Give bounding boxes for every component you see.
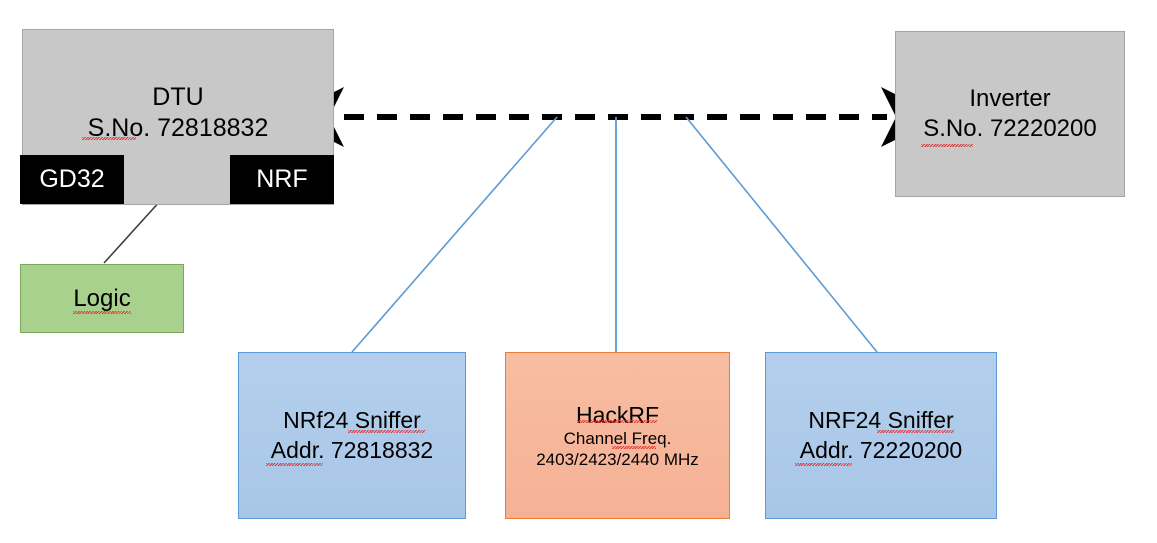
nrf-chip-box[interactable]: NRF	[230, 155, 334, 204]
nrf24-sniffer-1-box[interactable]: NRf24 Sniffer Addr. 72818832	[238, 352, 466, 519]
hackrf-subtitle: Channel Freq.	[563, 428, 672, 448]
sniffer1-title: NRf24 Sniffer	[283, 407, 421, 433]
tap-line-sniffer2	[685, 116, 878, 353]
gd32-chip-box[interactable]: GD32	[20, 155, 124, 204]
nrf24-sniffer-2-box[interactable]: NRF24 Sniffer Addr. 72220200	[765, 352, 997, 519]
spellcheck-underline-sniffer2-title	[877, 430, 954, 433]
spellcheck-underline-sniffer1-title	[348, 430, 425, 433]
spellcheck-underline-hackrf-subtitle	[612, 446, 656, 449]
logic-label: Logic	[73, 284, 131, 312]
inverter-title: Inverter	[969, 85, 1051, 112]
spellcheck-underline-inverter-serial	[921, 144, 973, 147]
hackrf-title: HackRF	[575, 401, 660, 428]
tap-line-sniffer1	[351, 116, 558, 353]
logic-analyzer-box[interactable]: Logic	[20, 264, 184, 333]
sniffer2-title: NRF24 Sniffer	[808, 407, 954, 433]
hackrf-freqs: 2403/2423/2440 MHz	[536, 449, 699, 469]
inverter-box[interactable]: Inverter S.No. 72220200	[895, 31, 1125, 197]
dtu-title: DTU	[152, 83, 204, 111]
inverter-serial: S.No. 72220200	[923, 114, 1097, 142]
gd32-label: GD32	[39, 165, 105, 193]
nrf-label: NRF	[256, 165, 308, 193]
spellcheck-underline-logic	[73, 311, 131, 314]
sniffer2-addr: Addr. 72220200	[799, 437, 963, 463]
spellcheck-underline-hackrf-title	[577, 420, 657, 423]
sniffer1-addr: Addr. 72818832	[270, 437, 434, 463]
spellcheck-underline-sniffer1-addr	[266, 463, 323, 466]
hackrf-box[interactable]: HackRF Channel Freq. 2403/2423/2440 MHz	[505, 352, 730, 519]
spellcheck-underline-sniffer2-addr	[795, 463, 852, 466]
spellcheck-underline-dtu-serial	[82, 137, 136, 140]
